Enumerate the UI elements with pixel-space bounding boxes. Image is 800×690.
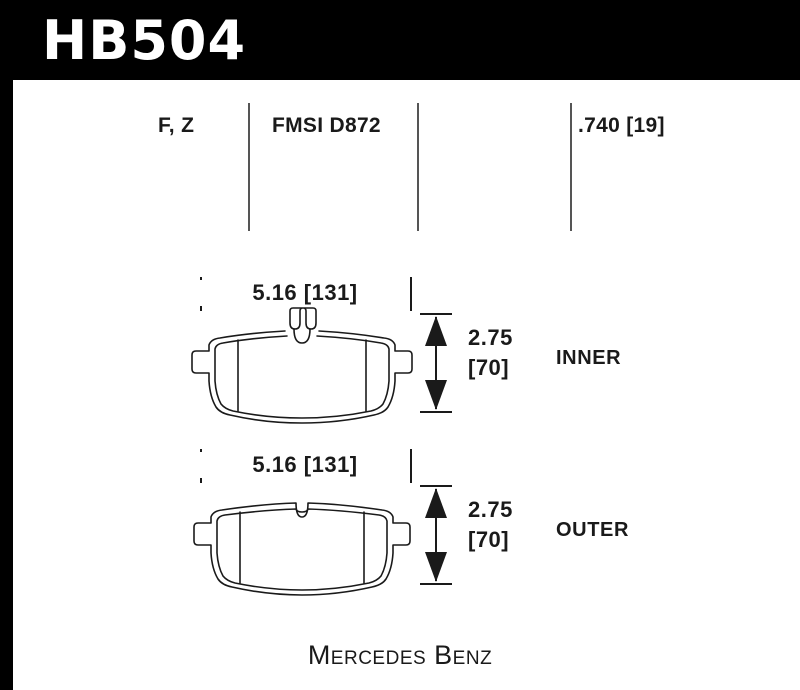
arrow-down-icon (425, 552, 447, 582)
spec-row: F, Z FMSI D872 .740 [19] (0, 100, 800, 235)
vehicle-name: Mercedes Benz (307, 640, 493, 670)
dimension-cap-top (420, 313, 452, 315)
height-dimension (420, 313, 452, 413)
extension-line-right (410, 277, 412, 311)
height-mm: [70] (468, 526, 510, 552)
width-dimension-label: 5.16 [131] (200, 280, 410, 306)
width-dimension-label: 5.16 [131] (200, 452, 410, 478)
height-mm: [70] (468, 354, 510, 380)
height-dimension (420, 485, 452, 585)
dimension-stem (435, 317, 437, 409)
left-border-bar (0, 0, 13, 690)
extension-line-right (410, 449, 412, 483)
pad-diagram-inner: 5.16 [131] 2. (0, 265, 800, 440)
arrow-up-icon (425, 488, 447, 518)
header-band: HB504 (0, 0, 800, 80)
height-dimension-label: 2.75 [70] (468, 323, 548, 382)
pad-side-label-inner: INNER (556, 347, 622, 369)
compound-code: F, Z (158, 114, 195, 137)
pad-side-label-outer: OUTER (556, 519, 629, 541)
pad-diagram-outer: 5.16 [131] 2.75 [70] OUTER (0, 437, 800, 612)
spec-divider (248, 103, 250, 231)
dimension-cap-bottom (420, 583, 452, 585)
brake-pad-outline-inner (191, 307, 413, 424)
dimension-cap-top (420, 485, 452, 487)
arrow-down-icon (425, 380, 447, 410)
dimension-stem (435, 489, 437, 581)
page-title: HB504 (42, 9, 247, 72)
height-inches: 2.75 (468, 325, 513, 350)
arrow-up-icon (425, 316, 447, 346)
width-dimension: 5.16 [131] (200, 449, 412, 485)
height-inches: 2.75 (468, 497, 513, 522)
brake-pad-outline-outer (193, 502, 411, 596)
thickness-value: .740 [19] (578, 114, 665, 137)
spec-divider (417, 103, 419, 231)
fmsi-number: FMSI D872 (272, 114, 381, 137)
spec-divider (570, 103, 572, 231)
width-dimension: 5.16 [131] (200, 277, 412, 313)
dimension-cap-bottom (420, 411, 452, 413)
height-dimension-label: 2.75 [70] (468, 495, 548, 554)
